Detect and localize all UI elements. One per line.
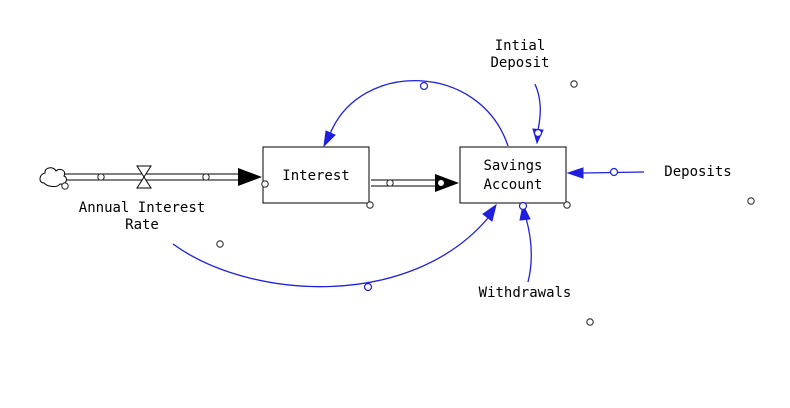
- interest-stock[interactable]: [262, 146, 370, 204]
- interest-handle-left[interactable]: [261, 180, 269, 188]
- flow-handle-left[interactable]: [97, 173, 105, 181]
- cloud-source-icon: [39, 167, 68, 187]
- flow-valve-icon[interactable]: [136, 165, 152, 189]
- link-handle[interactable]: [609, 167, 619, 177]
- cloud-handle[interactable]: [61, 182, 69, 190]
- annual-interest-rate-label-line1[interactable]: Annual Interest: [79, 200, 205, 216]
- annual-interest-rate-label-line2[interactable]: Rate: [125, 217, 159, 233]
- initial-deposit-label-line1[interactable]: Intial: [495, 38, 546, 54]
- withdrawals-label[interactable]: Withdrawals: [479, 285, 572, 301]
- flow-handle-2[interactable]: [386, 179, 394, 187]
- link-handle[interactable]: [533, 128, 543, 138]
- deposits-handle[interactable]: [747, 197, 755, 205]
- link-rate-to-savings[interactable]: [172, 203, 497, 292]
- link-handle[interactable]: [419, 81, 429, 91]
- link-deposits-to-savings[interactable]: [566, 167, 645, 179]
- link-arrowhead-icon: [566, 167, 584, 179]
- link-arrowhead-icon: [323, 130, 336, 148]
- link-savings-to-interest[interactable]: [323, 79, 509, 148]
- savings-account-label-line1: Savings: [483, 158, 542, 174]
- interest-to-savings-pipe: [371, 174, 459, 192]
- flow-handle-right[interactable]: [202, 173, 210, 181]
- rate-handle[interactable]: [216, 240, 224, 248]
- savings-handle-corner[interactable]: [563, 201, 571, 209]
- interest-handle-corner[interactable]: [366, 201, 374, 209]
- inflow-pipe: [60, 168, 262, 186]
- savings-account-label-line2: Account: [483, 177, 542, 193]
- link-arrowhead-icon: [482, 203, 497, 222]
- initial-deposit-handle[interactable]: [570, 80, 578, 88]
- interest-label: Interest: [282, 168, 349, 184]
- link-handle[interactable]: [518, 201, 528, 211]
- flow-arrowhead-icon: [435, 174, 459, 192]
- link-handle[interactable]: [363, 282, 373, 292]
- initial-deposit-label-line2[interactable]: Deposit: [490, 55, 549, 71]
- link-initial-deposit-to-savings[interactable]: [532, 83, 544, 145]
- flow-arrowhead-icon: [238, 168, 262, 186]
- savings-account-stock[interactable]: [459, 146, 567, 204]
- deposits-label[interactable]: Deposits: [664, 164, 731, 180]
- link-withdrawals-to-savings[interactable]: [518, 201, 532, 283]
- withdrawals-handle[interactable]: [586, 318, 594, 326]
